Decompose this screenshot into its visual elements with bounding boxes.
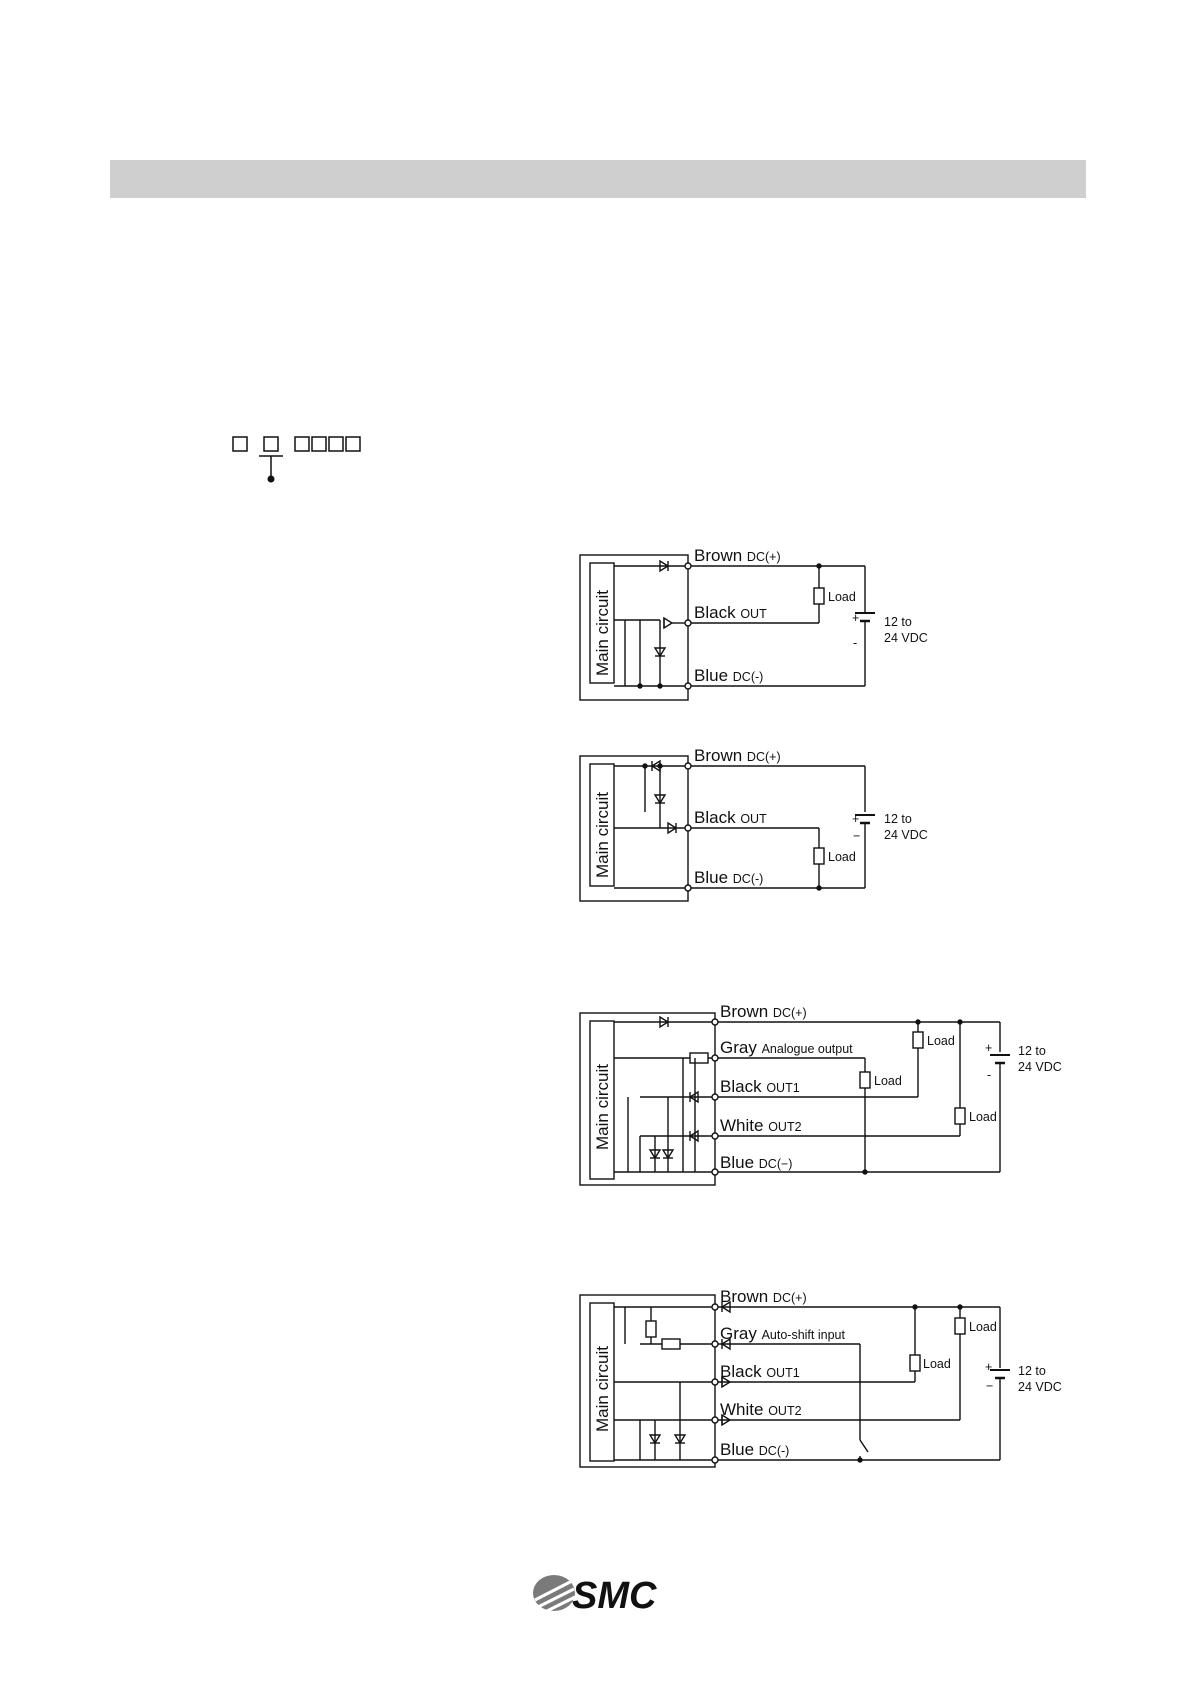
plus-sign: + <box>852 611 859 625</box>
part-number-code <box>232 436 361 483</box>
wire-label: Brown DC(+) <box>720 1287 807 1306</box>
wire-label: Black OUT <box>694 603 767 622</box>
supply-voltage-line2: 24 VDC <box>884 828 928 842</box>
wire-label: Gray Analogue output <box>720 1038 853 1057</box>
supply-voltage-line1: 12 to <box>884 812 912 826</box>
wire-label: Brown DC(+) <box>694 746 781 765</box>
load-label: Load <box>828 590 856 604</box>
load-label: Load <box>828 850 856 864</box>
load-label: Load <box>969 1110 997 1124</box>
minus-sign: - <box>987 1068 991 1082</box>
wire-label: White OUT2 <box>720 1116 802 1135</box>
wire-label: Black OUT <box>694 808 767 827</box>
supply-voltage-line2: 24 VDC <box>1018 1380 1062 1394</box>
plus-sign: + <box>985 1041 992 1055</box>
diagram-npn-1 <box>579 554 875 701</box>
load-label: Load <box>969 1320 997 1334</box>
logo-text: SMC <box>572 1575 657 1616</box>
supply-voltage-line1: 12 to <box>884 615 912 629</box>
supply-voltage-line1: 12 to <box>1018 1364 1046 1378</box>
diagram-npn-2-analogue <box>579 1012 1010 1186</box>
wire-label: Blue DC(-) <box>694 666 763 685</box>
wire-label: Gray Auto-shift input <box>720 1324 845 1343</box>
supply-voltage-line2: 24 VDC <box>884 631 928 645</box>
wire-label: Black OUT1 <box>720 1077 800 1096</box>
wire-label: Brown DC(+) <box>694 546 781 565</box>
minus-sign: − <box>986 1379 993 1393</box>
main-circuit-label: Main circuit <box>593 1346 612 1432</box>
supply-voltage-line1: 12 to <box>1018 1044 1046 1058</box>
plus-sign: + <box>985 1360 992 1374</box>
smc-logo: SMC <box>533 1575 657 1616</box>
wire-label: Black OUT1 <box>720 1362 800 1381</box>
main-circuit-label: Main circuit <box>593 590 612 676</box>
wire-label: Brown DC(+) <box>720 1002 807 1021</box>
minus-sign: - <box>853 636 857 650</box>
load-label: Load <box>927 1034 955 1048</box>
diagram-pnp-1 <box>579 755 875 902</box>
wire-label: White OUT2 <box>720 1400 802 1419</box>
load-label: Load <box>874 1074 902 1088</box>
diagram-npn-2-autoshift <box>579 1294 1010 1468</box>
wire-label: Blue DC(-) <box>720 1440 789 1459</box>
plus-sign: + <box>852 812 859 826</box>
minus-sign: − <box>853 829 860 843</box>
wire-label: Blue DC(-) <box>694 868 763 887</box>
load-label: Load <box>923 1357 951 1371</box>
wire-label: Blue DC(−) <box>720 1153 792 1172</box>
section-header-bar <box>110 160 1086 198</box>
main-circuit-label: Main circuit <box>593 1064 612 1150</box>
supply-voltage-line2: 24 VDC <box>1018 1060 1062 1074</box>
main-circuit-label: Main circuit <box>593 792 612 878</box>
